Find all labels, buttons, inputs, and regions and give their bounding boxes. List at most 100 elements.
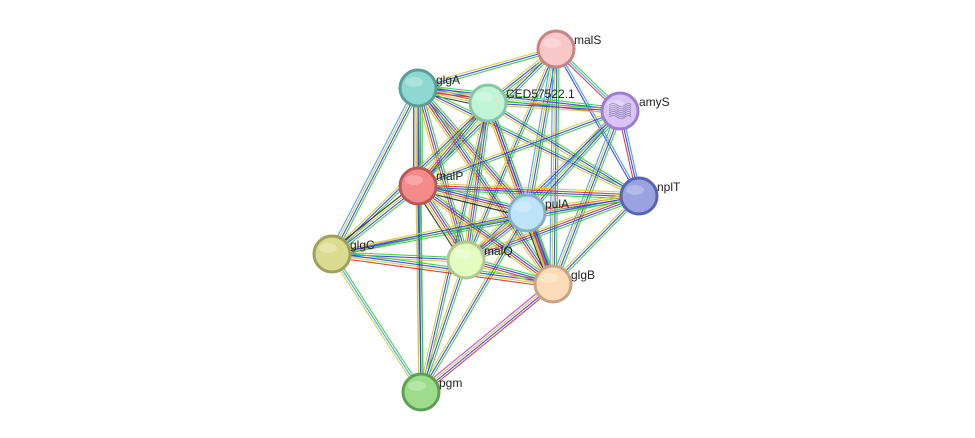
edge-glgc-glgb [331, 250, 554, 288]
node-circle[interactable] [312, 234, 352, 274]
edge-line [466, 196, 640, 262]
edge-line [420, 259, 467, 393]
edge-line [417, 87, 640, 197]
edge-line [415, 89, 526, 216]
edge-line [528, 112, 623, 216]
edge-line [553, 111, 622, 285]
node-malp[interactable] [398, 166, 438, 206]
node-ced57522-1[interactable] [468, 83, 508, 123]
node-malq[interactable] [446, 240, 486, 280]
edge-line [418, 182, 640, 194]
edge-line [332, 214, 528, 257]
node-label-glga: glgA [436, 73, 460, 87]
node-circle[interactable] [401, 372, 441, 412]
edge-line [420, 85, 557, 283]
edge-line [415, 188, 552, 287]
edge-line [418, 50, 557, 91]
edge-malp-glgb [415, 183, 556, 287]
node-highlight [453, 249, 471, 259]
node-label-pula: pulA [545, 197, 569, 211]
edge-line [328, 86, 416, 253]
node-circle[interactable] [507, 193, 547, 233]
node-pula[interactable] [507, 193, 547, 233]
edge-line [418, 259, 465, 392]
edge-line [417, 186, 553, 286]
edge-line [417, 46, 556, 87]
edge-pula-glgc [331, 210, 528, 257]
edge-line [330, 87, 418, 254]
node-circle[interactable] [533, 264, 573, 304]
edge-line [416, 88, 466, 261]
edge-line [331, 253, 422, 393]
edge-line [418, 87, 468, 260]
edge-line [331, 193, 639, 253]
edge-line [422, 286, 556, 395]
node-label-amys: amyS [639, 95, 670, 109]
node-circle[interactable] [468, 83, 508, 123]
protein-structure-icon [608, 103, 632, 119]
node-amys[interactable] [600, 91, 640, 131]
node-label-nplt: nplT [657, 180, 681, 194]
edge-line [331, 253, 467, 261]
edge-line [418, 86, 621, 111]
edge-line [414, 88, 464, 261]
edge-nplt-glgc [331, 193, 640, 257]
node-circle[interactable] [600, 91, 640, 131]
edge-line [468, 103, 492, 261]
edge-line [488, 102, 555, 284]
node-glga[interactable] [398, 68, 438, 108]
node-highlight [475, 92, 493, 102]
edge-malq-pgm [418, 259, 469, 393]
edge-line [416, 89, 639, 199]
node-nplt[interactable] [619, 176, 659, 216]
edge-ced57522-1-amys [487, 100, 621, 114]
edge-mals-nplt [554, 48, 641, 197]
edge-glga-glgc [328, 86, 422, 256]
node-pgm[interactable] [401, 372, 441, 412]
node-circle[interactable] [398, 166, 438, 206]
edge-ced57522-1-glgb [484, 101, 557, 286]
node-highlight [405, 77, 423, 87]
node-glgc[interactable] [312, 234, 352, 274]
edge-line [466, 198, 641, 264]
node-circle[interactable] [446, 240, 486, 280]
edge-line [554, 49, 639, 197]
node-label-glgb: glgB [571, 268, 595, 282]
edge-line [422, 260, 469, 393]
edge-line [525, 48, 556, 213]
node-highlight [543, 38, 561, 48]
edge-line [417, 48, 557, 89]
edge-glgc-malq [331, 251, 467, 263]
edge-line [419, 185, 424, 392]
edge-line [331, 210, 527, 253]
edge-line [488, 100, 641, 195]
edge-line [551, 48, 556, 284]
node-mals[interactable] [536, 29, 576, 69]
edge-line [555, 111, 624, 286]
edge-line [417, 88, 620, 113]
node-circle[interactable] [536, 29, 576, 69]
node-circle[interactable] [398, 68, 438, 108]
edge-line [332, 251, 467, 259]
edge-line [418, 112, 621, 189]
edge-glgc-pgm [329, 252, 424, 394]
node-highlight [540, 273, 558, 283]
edge-line [419, 282, 553, 392]
edge-line [332, 197, 640, 257]
edge-line [487, 102, 621, 112]
edge-line [418, 184, 554, 284]
edge-line [331, 254, 553, 286]
edge-nplt-glgb [551, 194, 641, 286]
edge-line [332, 88, 420, 255]
node-glgb[interactable] [533, 264, 573, 304]
edge-line [418, 211, 526, 392]
node-label-glgc: glgC [350, 238, 375, 252]
node-circle[interactable] [619, 176, 659, 216]
edge-line [484, 103, 551, 286]
edge-line [416, 88, 553, 285]
edge-ced57522-1-nplt [486, 100, 641, 199]
edge-line [553, 49, 558, 285]
node-label-malq: malQ [484, 244, 513, 258]
